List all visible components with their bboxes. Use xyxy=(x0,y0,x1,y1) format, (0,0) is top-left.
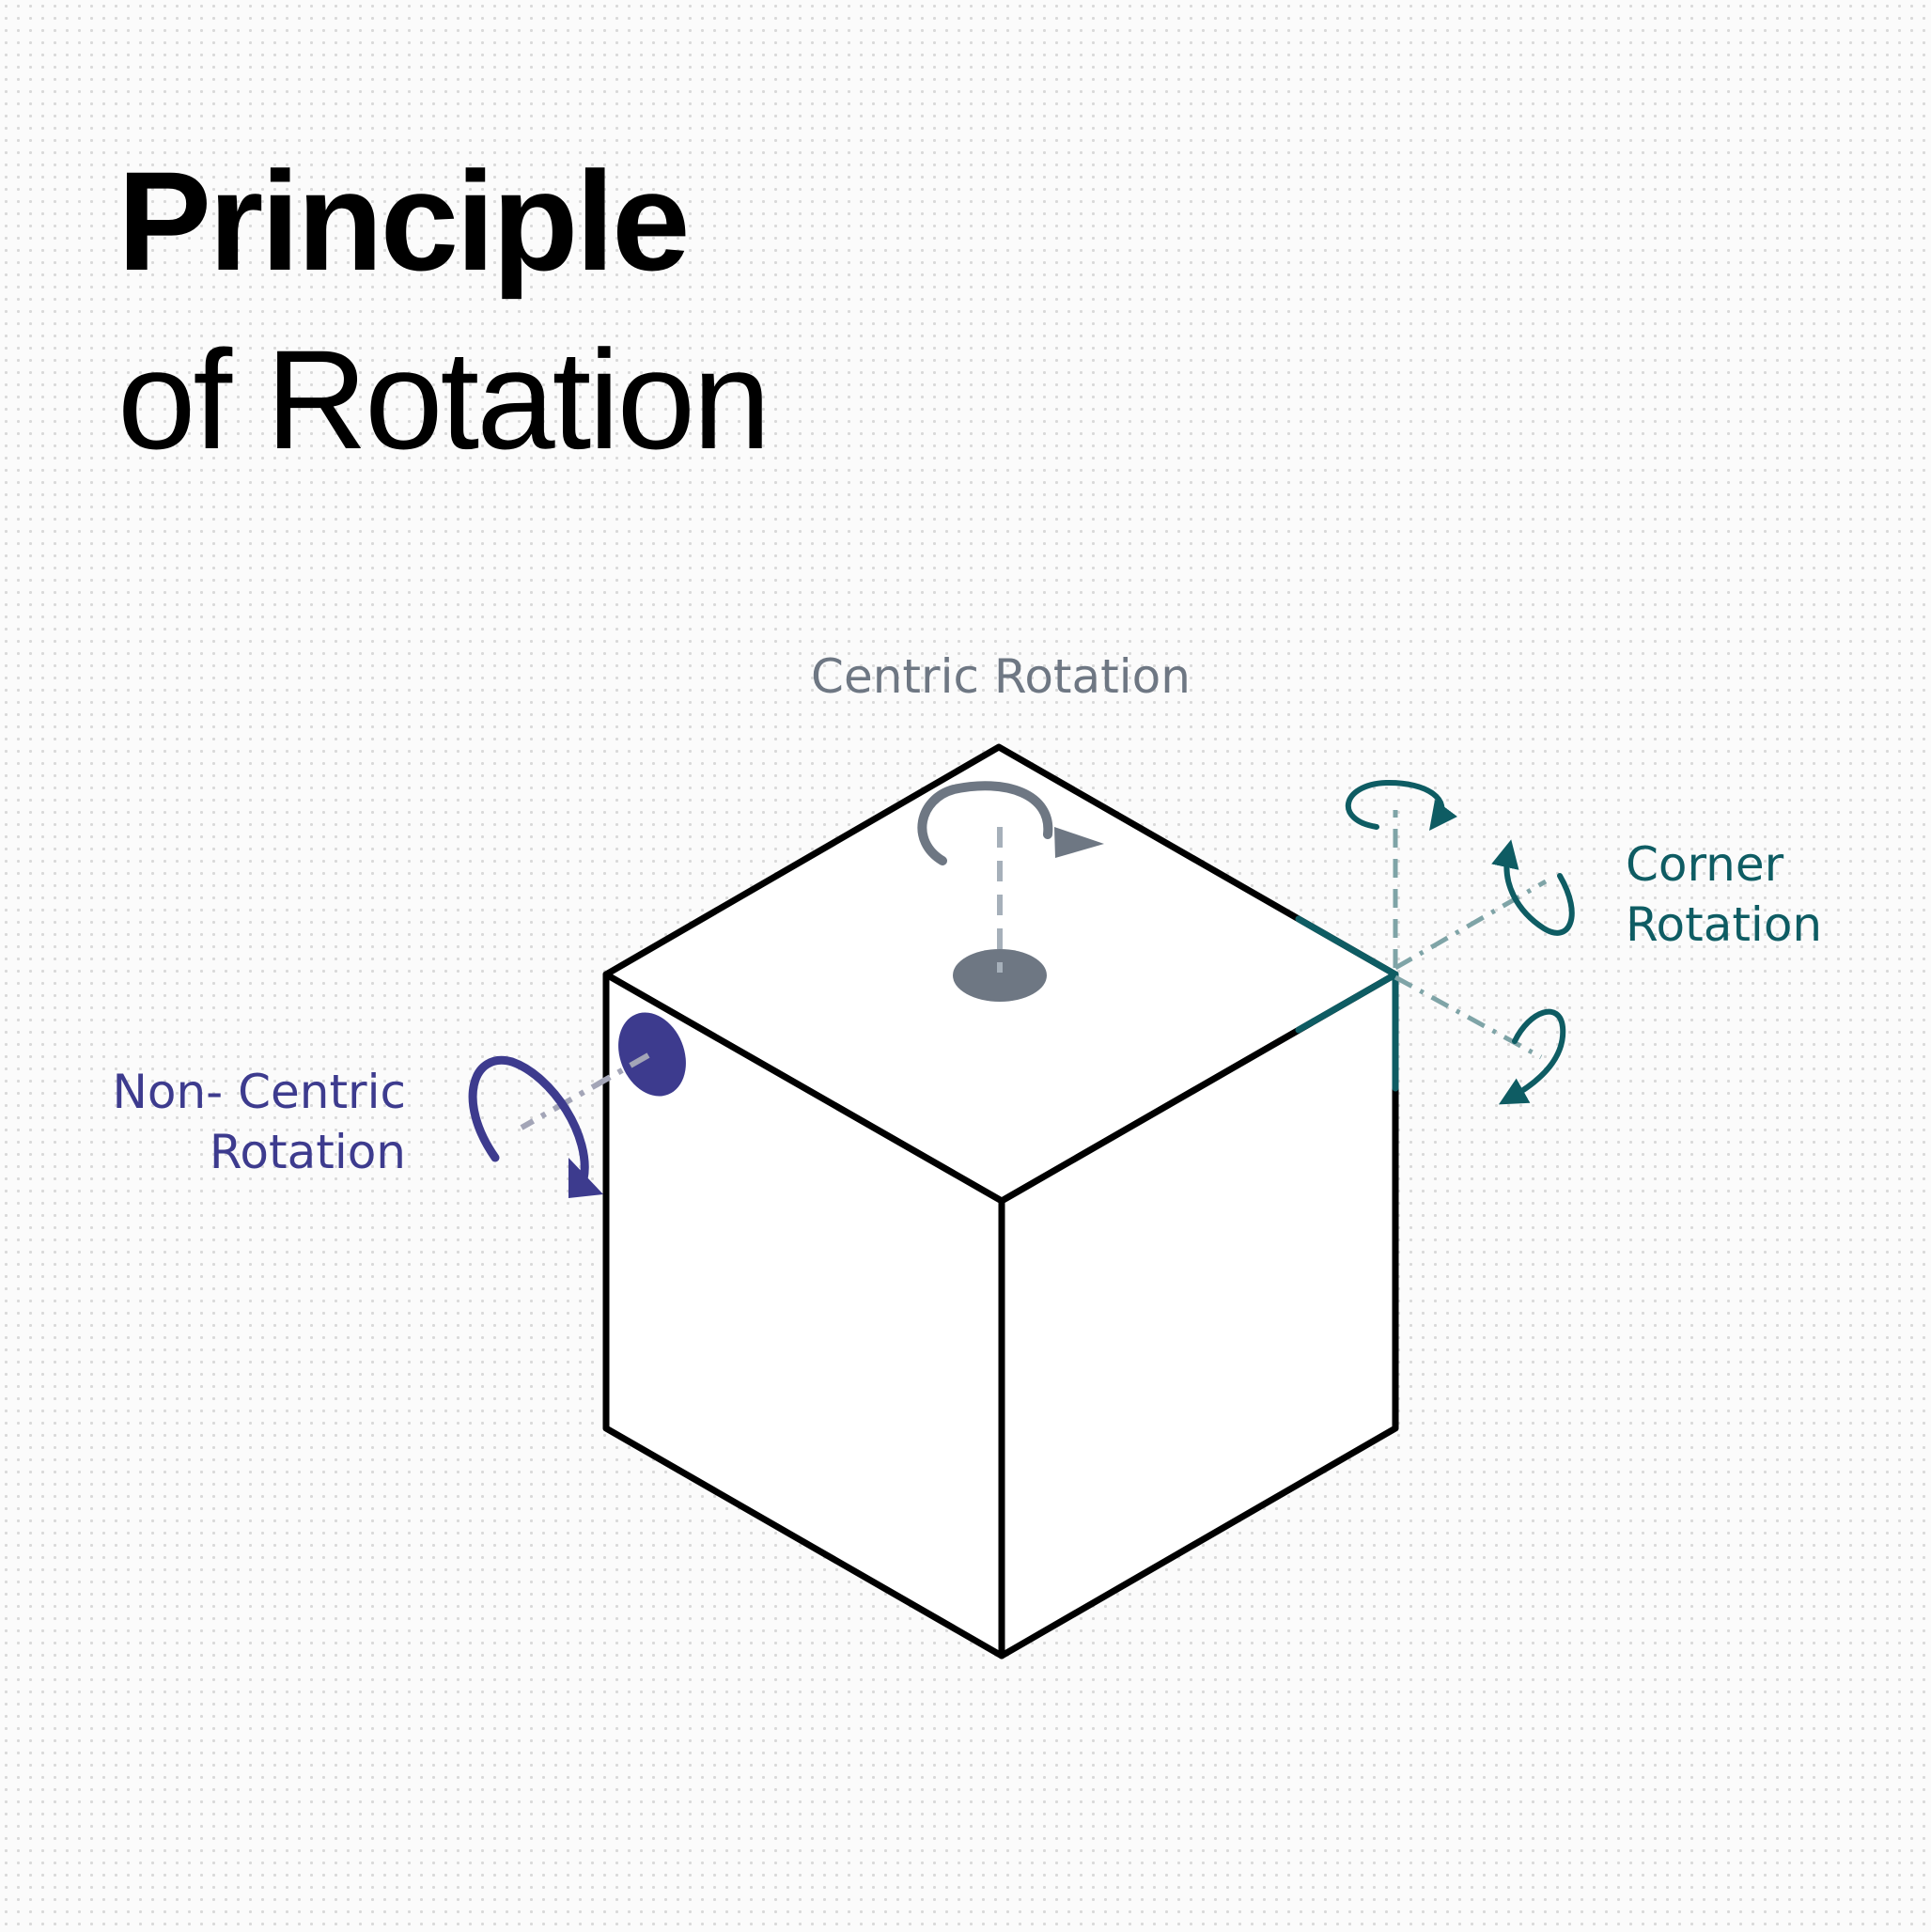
noncentric-rotation-indicator xyxy=(468,1012,686,1198)
diagram-title: Principle of Rotation xyxy=(117,132,771,489)
corner-rotation-label-line-2: Rotation xyxy=(1626,897,1823,952)
corner-upper-rotation-arrow xyxy=(1491,839,1575,936)
noncentric-rotation-arrow xyxy=(468,1055,589,1184)
corner-vertical-rotation-arrow xyxy=(1346,779,1457,832)
corner-rotation-indicator xyxy=(1346,779,1575,1105)
centric-rotation-label: Centric Rotation xyxy=(752,647,1250,707)
centric-arrowhead-icon xyxy=(1054,827,1104,858)
centric-rotation-arrow xyxy=(917,781,1053,865)
centric-rotation-indicator xyxy=(917,781,1104,1002)
noncentric-rotation-label: Non- Centric Rotation xyxy=(38,1062,406,1182)
centric-pivot-dot xyxy=(953,949,1047,1002)
noncentric-pivot-dot xyxy=(618,1012,686,1097)
noncentric-rotation-label-line-1: Non- Centric xyxy=(112,1065,406,1119)
centric-rotation-label-text: Centric Rotation xyxy=(811,649,1191,704)
corner-rotation-label: Corner Rotation xyxy=(1626,834,1822,955)
title-line-1: Principle xyxy=(117,142,691,300)
corner-rotation-label-line-1: Corner xyxy=(1626,837,1784,892)
noncentric-axis-line xyxy=(520,1052,650,1130)
noncentric-rotation-label-line-2: Rotation xyxy=(209,1125,406,1179)
noncentric-arrowhead-icon xyxy=(568,1158,603,1198)
corner-axis-upper-right xyxy=(1394,879,1548,971)
cube xyxy=(602,743,1399,1659)
cube-right-face xyxy=(998,971,1399,1659)
corner-lower-rotation-arrow xyxy=(1498,1008,1566,1105)
title-line-2: of Rotation xyxy=(117,320,771,478)
corner-axis-lower-right xyxy=(1394,974,1543,1060)
corner-highlight xyxy=(1295,915,1399,1092)
